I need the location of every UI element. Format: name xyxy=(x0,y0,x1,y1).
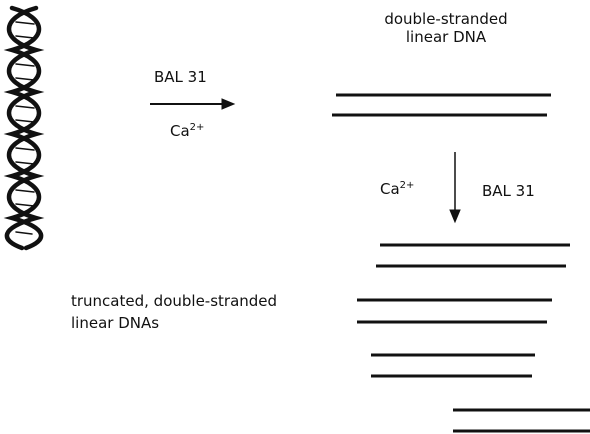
calcium-symbol: Ca xyxy=(380,180,400,198)
calcium-label-horizontal: Ca2+ xyxy=(170,122,204,140)
truncated-dna-1 xyxy=(376,243,570,268)
linear-dna-original xyxy=(332,93,551,117)
truncated-dna-label: truncated, double-stranded linear DNAs xyxy=(71,292,277,332)
truncated-dna-3 xyxy=(371,353,535,378)
truncated-dna-2 xyxy=(357,298,552,324)
double-helix-icon xyxy=(3,5,45,251)
calcium-label-vertical: Ca2+ xyxy=(380,180,414,198)
calcium-charge: 2+ xyxy=(399,180,415,191)
top-dna-label: double-stranded linear DNA xyxy=(366,10,526,46)
enzyme-label-horizontal: BAL 31 xyxy=(154,68,207,86)
enzyme-label-vertical: BAL 31 xyxy=(482,182,535,200)
truncated-dna-4 xyxy=(453,408,590,433)
top-dna-label-line-1: double-stranded xyxy=(384,10,508,28)
helix-strand-b xyxy=(4,5,45,251)
truncated-dna-label-line-2: linear DNAs xyxy=(71,314,160,332)
arrow-right-icon xyxy=(150,98,236,110)
helix-strand-a xyxy=(3,5,44,251)
arrow-down-icon xyxy=(449,152,461,224)
helix-base-pairs xyxy=(15,21,35,235)
calcium-symbol: Ca xyxy=(170,122,190,140)
top-dna-label-line-2: linear DNA xyxy=(405,28,487,46)
calcium-charge: 2+ xyxy=(189,122,205,133)
truncated-dna-label-line-1: truncated, double-stranded xyxy=(71,292,278,310)
